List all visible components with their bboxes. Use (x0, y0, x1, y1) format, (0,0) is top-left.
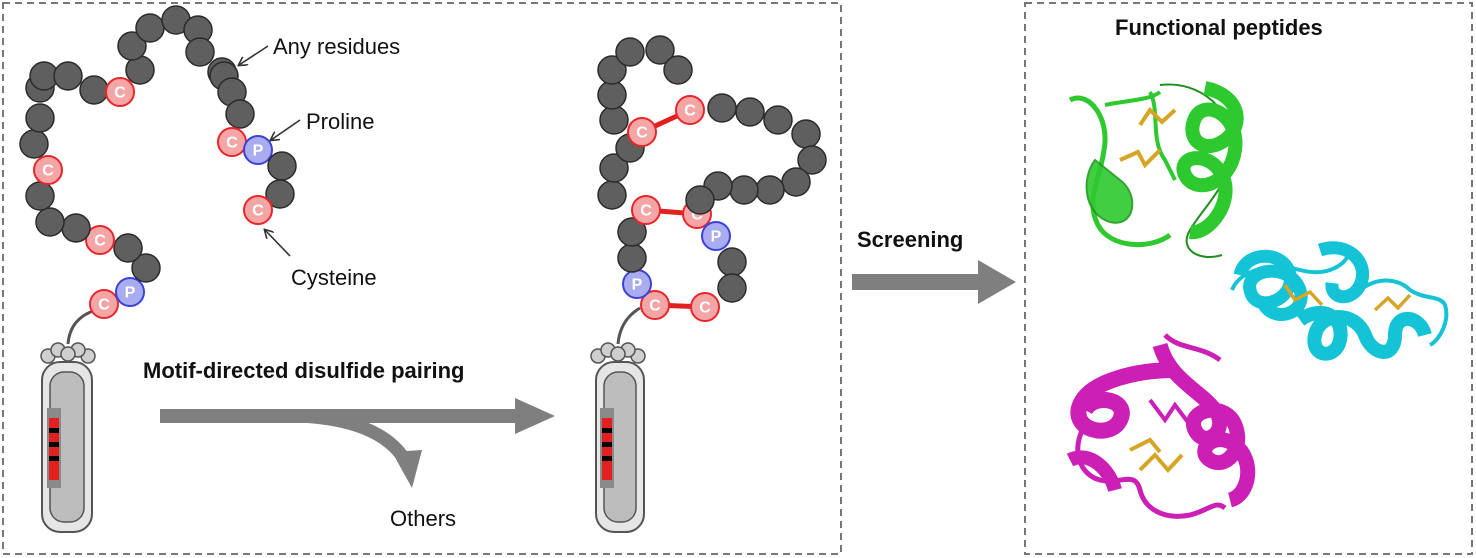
others-label: Others (390, 506, 456, 531)
residue-bead (755, 175, 785, 205)
cysteine-residue-letter: C (98, 297, 110, 314)
cysteine-residue: C (33, 155, 63, 185)
cysteine-residue-letter: C (252, 203, 264, 220)
cysteine-residue: C (631, 195, 661, 225)
tether-line-right (616, 306, 641, 345)
proline-pointer (271, 119, 301, 140)
residue-bead (225, 99, 255, 129)
residue-bead (663, 55, 693, 85)
residue-bead (53, 61, 83, 91)
phage-carrier-left (40, 342, 96, 533)
residue-bead (729, 175, 759, 205)
residue-bead (61, 213, 91, 243)
residue-bead (117, 31, 147, 61)
residue-bead (615, 37, 645, 67)
cysteine-residue-letter: C (684, 103, 696, 120)
cysteine-residue-letter: C (636, 125, 648, 142)
proline-residue-letter: P (125, 285, 136, 302)
residue-bead (599, 105, 629, 135)
residue-bead (707, 93, 737, 123)
proline-residue-letter: P (711, 229, 722, 246)
residue-bead (685, 185, 715, 215)
proline-residue-letter: P (253, 143, 264, 160)
proline-residue: P (622, 269, 652, 299)
residue-bead (265, 179, 295, 209)
cysteine-residue-letter: C (699, 300, 711, 317)
pairing-arrow (160, 398, 555, 488)
residue-bead (131, 253, 161, 283)
residue-bead (597, 80, 627, 110)
residue-bead (79, 75, 109, 105)
residue-bead (597, 55, 627, 85)
proline-residue: P (701, 221, 731, 251)
cysteine-residue: C (640, 290, 670, 320)
cysteine-residue: C (217, 127, 247, 157)
proline-residue-letter: P (632, 277, 643, 294)
residue-bead (25, 181, 55, 211)
residue-bead (267, 151, 297, 181)
proline-label: Proline (306, 109, 374, 134)
right-panel-frame (1024, 2, 1473, 555)
residue-bead (617, 243, 647, 273)
motif-pairing-label: Motif-directed disulfide pairing (143, 358, 464, 383)
residue-bead (735, 97, 765, 127)
residue-bead (185, 37, 215, 67)
magenta-peptide-structure (1066, 333, 1256, 519)
residue-bead (791, 119, 821, 149)
functional-peptides-title: Functional peptides (1115, 15, 1323, 40)
cysteine-residue: C (627, 117, 657, 147)
cysteine-residue: C (89, 289, 119, 319)
any-residues-label: Any residues (273, 34, 400, 59)
residue-bead (645, 35, 675, 65)
cysteine-residue: C (85, 225, 115, 255)
residue-bead (599, 153, 629, 183)
cysteine-residue-letter: C (640, 203, 652, 220)
residue-bead (35, 207, 65, 237)
residue-bead (617, 217, 647, 247)
cysteine-residue-letter: C (649, 298, 661, 315)
any-residues-pointer (239, 45, 269, 65)
left-panel-frame (2, 2, 842, 555)
residue-bead (19, 129, 49, 159)
residue-bead (597, 180, 627, 210)
residue-bead (135, 13, 165, 43)
green-peptide-structure (1068, 81, 1244, 258)
residue-bead (797, 145, 827, 175)
proline-residue: P (115, 277, 145, 307)
phage-carrier-right (590, 342, 646, 533)
residue-bead (717, 247, 747, 277)
residue-bead (781, 167, 811, 197)
cysteine-residue-letter: C (226, 135, 238, 152)
cysteine-residue: C (690, 292, 720, 322)
residue-bead (25, 103, 55, 133)
proline-residue: P (243, 135, 273, 165)
cysteine-residue: C (243, 195, 273, 225)
cysteine-label: Cysteine (291, 265, 377, 290)
cysteine-residue: C (675, 95, 705, 125)
cysteine-residue-letter: C (94, 233, 106, 250)
residue-bead (763, 105, 793, 135)
cysteine-residue: C (105, 77, 135, 107)
cyan-peptide-structure (1230, 241, 1449, 361)
cysteine-residue-letter: C (42, 163, 54, 180)
screening-arrow (852, 260, 1016, 304)
residue-bead (113, 233, 143, 263)
cysteine-pointer (265, 230, 291, 257)
tether-line-left (66, 308, 97, 345)
cysteine-residue-letter: C (114, 85, 126, 102)
residue-bead (717, 273, 747, 303)
screening-label: Screening (857, 227, 963, 252)
